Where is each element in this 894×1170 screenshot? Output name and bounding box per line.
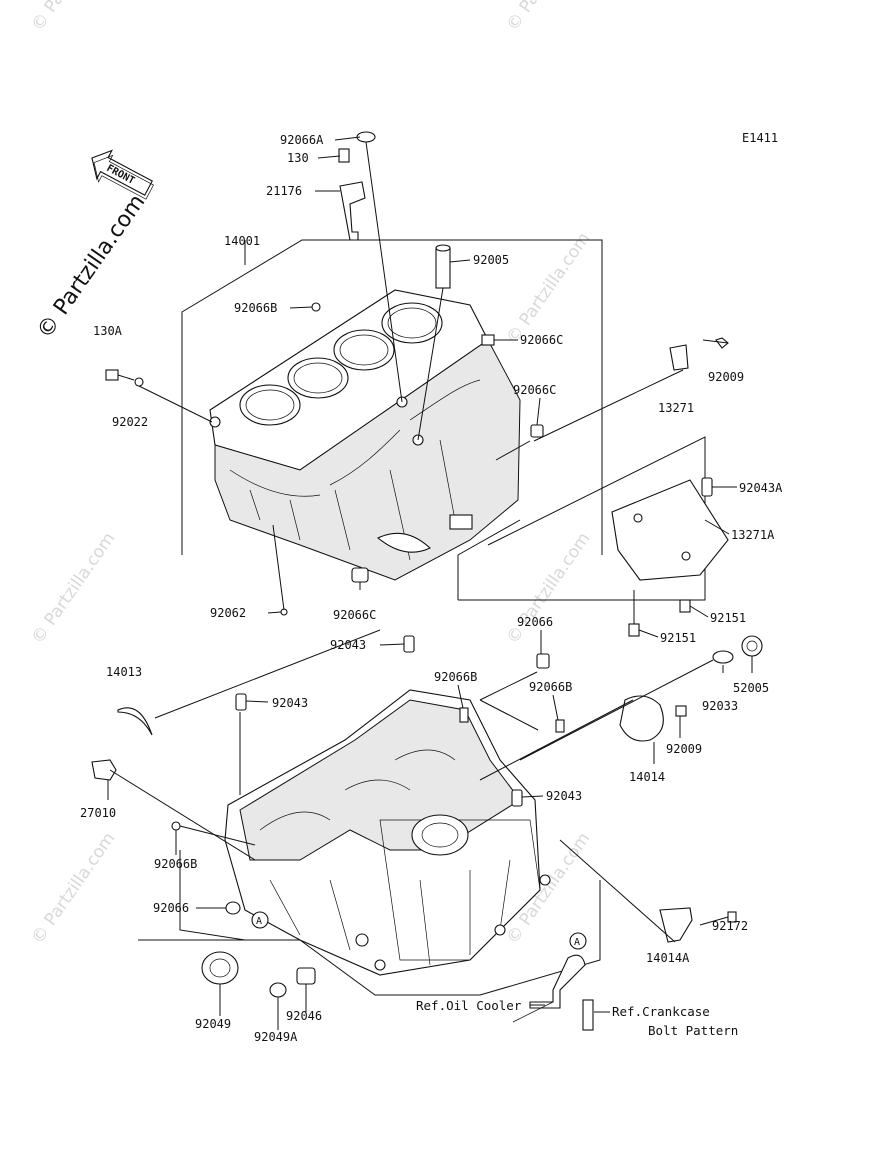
- upper-crankcase-drawing: [181, 239, 706, 601]
- part-label-21176: 21176: [266, 184, 302, 198]
- part-label-92066b: 92066B: [529, 680, 572, 694]
- part-label-92043: 92043: [330, 638, 366, 652]
- part-label-92066b: 92066B: [154, 857, 197, 871]
- part-label-27010: 27010: [80, 806, 116, 820]
- part-label-130a: 130A: [93, 324, 123, 338]
- front-arrow-icon: FRONT: [91, 149, 154, 200]
- part-label-130: 130: [287, 151, 309, 165]
- lower-crankcase-drawing: [117, 629, 601, 996]
- part-label-92066a: 92066A: [280, 133, 324, 147]
- part-label-14014: 14014: [629, 770, 665, 784]
- leader-lines-upper: [117, 136, 737, 638]
- watermark-text: © Partzilla.com: [503, 229, 595, 348]
- watermark-text: © Partzilla.com: [503, 529, 595, 648]
- part-label-92043: 92043: [546, 789, 582, 803]
- part-label-92066: 92066: [153, 901, 189, 915]
- leader-lines-lower: [107, 630, 753, 1030]
- part-label-92033: 92033: [702, 699, 738, 713]
- part-label-92066b: 92066B: [234, 301, 277, 315]
- reference-notes: Ref.Oil Cooler Ref.Crankcase Bolt Patter…: [416, 998, 738, 1038]
- lower-small-parts: [91, 635, 737, 1031]
- part-label-92066c: 92066C: [520, 333, 563, 347]
- part-label-14013: 14013: [106, 665, 142, 679]
- part-label-92066c: 92066C: [333, 608, 376, 622]
- watermark-text: © Partzilla.com: [503, 0, 595, 35]
- part-label-92043: 92043: [272, 696, 308, 710]
- part-label-92066c: 92066C: [513, 383, 556, 397]
- part-label-92005: 92005: [473, 253, 509, 267]
- part-label-14014a: 14014A: [646, 951, 690, 965]
- watermark-text: © Partzilla.com: [28, 529, 120, 648]
- callout-letter: A: [574, 937, 580, 948]
- ref-crankcase: Ref.Crankcase: [612, 1004, 710, 1019]
- part-label-92172: 92172: [712, 919, 748, 933]
- watermark-logo-text: © Partzilla.com: [32, 190, 150, 343]
- part-label-92022: 92022: [112, 415, 148, 429]
- part-label-92009: 92009: [708, 370, 744, 384]
- part-label-52005: 52005: [733, 681, 769, 695]
- part-label-13271a: 13271A: [731, 528, 775, 542]
- part-label-92009: 92009: [666, 742, 702, 756]
- part-label-92049: 92049: [195, 1017, 231, 1031]
- part-label-92046: 92046: [286, 1009, 322, 1023]
- part-label-92062: 92062: [210, 606, 246, 620]
- callout-marker-a-lower: A: [251, 911, 269, 929]
- callout-letter: A: [256, 916, 262, 927]
- ref-bolt-pattern: Bolt Pattern: [648, 1023, 738, 1038]
- callout-marker-a-pipe: A: [569, 932, 587, 950]
- part-label-13271: 13271: [658, 401, 694, 415]
- part-label-92066b: 92066B: [434, 670, 477, 684]
- part-label-92066: 92066: [517, 615, 553, 629]
- ref-oil-cooler: Ref.Oil Cooler: [416, 998, 522, 1013]
- watermark-text: © Partzilla.com: [28, 829, 120, 948]
- watermark-text: © Partzilla.com: [28, 0, 120, 35]
- part-label-92043a: 92043A: [739, 481, 783, 495]
- diagram-code: E1411: [742, 131, 778, 145]
- part-label-92049a: 92049A: [254, 1030, 298, 1044]
- part-labels: 92066A 130 21176 14001 92005 92066B 9206…: [80, 133, 783, 1044]
- part-label-92151: 92151: [710, 611, 746, 625]
- part-label-14001: 14001: [224, 234, 260, 248]
- part-label-92151: 92151: [660, 631, 696, 645]
